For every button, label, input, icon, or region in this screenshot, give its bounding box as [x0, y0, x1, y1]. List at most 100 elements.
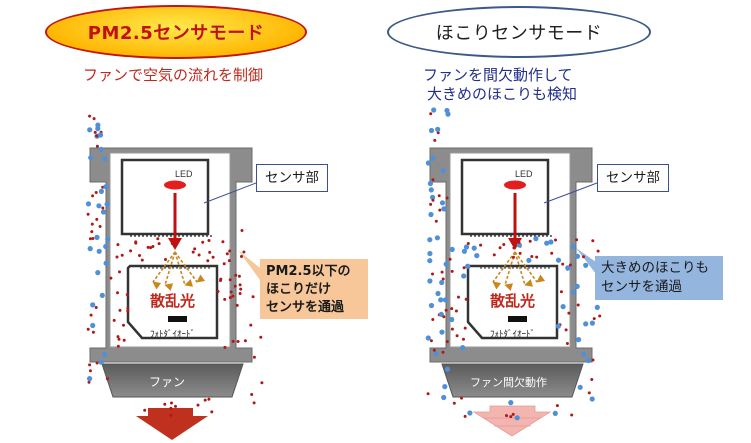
dust-large-particle [427, 250, 433, 257]
pm25-note-line-1: PM2.5以下の [266, 264, 351, 279]
dust-led-icon [504, 180, 526, 190]
pm25-small-particle [88, 114, 92, 118]
dust-large-particle [570, 244, 576, 250]
pm25-small-particle [125, 293, 129, 297]
pm25-small-particle [120, 253, 124, 257]
pm25-small-particle [122, 323, 125, 327]
pm25-small-particle [116, 335, 120, 339]
pm25-led-label: LED [175, 169, 193, 179]
pm25-small-particle [88, 363, 92, 367]
pm25-small-particle [169, 413, 173, 417]
pm25-small-particle [140, 258, 144, 262]
pm25-small-particle [225, 252, 229, 256]
dust-large-particle [425, 335, 431, 341]
pm25-small-particle [134, 241, 138, 245]
dust-small-particle [498, 246, 502, 250]
dust-mode-description-line-1: ファンを間欠動作して [423, 66, 573, 84]
pm25-led-icon [164, 180, 186, 190]
dust-small-particle [512, 246, 516, 250]
dust-small-particle [567, 311, 571, 315]
pm25-small-particle [170, 401, 173, 405]
pm25-large-particle [90, 302, 96, 308]
dust-small-particle [598, 314, 602, 318]
pm25-large-particle [102, 351, 108, 358]
dust-small-particle [587, 391, 591, 395]
pm25-small-particle [229, 290, 233, 294]
dust-small-particle [441, 350, 445, 354]
pm25-small-particle [93, 130, 97, 134]
pm25-small-particle [242, 250, 246, 254]
dust-large-particle [428, 211, 434, 218]
pm25-sensor-diagram: LED 散乱光 ﾌｫﾄﾀﾞｲｵｰﾄﾞ ファン [89, 147, 260, 440]
dust-large-particle [442, 384, 448, 390]
dust-large-particle [435, 290, 441, 297]
pm25-small-particle [118, 308, 122, 312]
dust-small-particle [530, 255, 534, 258]
dust-small-particle [466, 242, 470, 245]
pm25-small-particle [223, 297, 227, 301]
dust-small-particle [561, 262, 565, 266]
dust-small-particle [590, 378, 594, 381]
pm25-large-particle [104, 201, 110, 207]
dust-large-particle [589, 396, 595, 402]
dust-note-line-1: 大きめのほこりも [601, 260, 709, 276]
pm25-small-particle [95, 134, 99, 138]
dust-small-particle [434, 219, 438, 223]
pm25-small-particle [228, 249, 232, 253]
pm25-large-particle [95, 270, 101, 276]
dust-small-particle [591, 239, 595, 243]
dust-small-particle [463, 414, 467, 418]
dust-small-particle [444, 308, 448, 312]
dust-small-particle [432, 348, 436, 352]
dust-large-particle [465, 263, 471, 269]
dust-large-particle [431, 107, 437, 113]
pm25-small-particle [170, 242, 174, 245]
pm25-large-particle [95, 126, 101, 132]
pm25-small-particle [98, 225, 102, 228]
dust-large-particle [441, 394, 447, 401]
pm25-small-particle [169, 406, 173, 410]
particle-dots [85, 107, 602, 421]
pm25-small-particle [240, 255, 243, 258]
pm25-large-particle [96, 248, 102, 254]
dust-small-particle [528, 239, 532, 243]
dust-small-particle [448, 257, 452, 261]
pm25-small-particle [211, 255, 215, 259]
pm25-small-particle [86, 212, 90, 216]
pm25-small-particle [115, 255, 119, 259]
dust-large-particle [439, 329, 445, 335]
pm25-small-particle [118, 270, 121, 274]
pm25-small-particle [208, 250, 212, 254]
dust-led-box [460, 158, 550, 236]
dust-large-particle [428, 187, 434, 193]
pm25-small-particle [91, 330, 95, 334]
dust-fan-label: ファン間欠動作 [470, 375, 547, 389]
dust-fan [441, 363, 584, 398]
dust-small-particle [429, 112, 433, 116]
pm25-small-particle [174, 404, 177, 408]
pm25-small-particle [116, 243, 120, 247]
dust-large-particle [428, 302, 435, 309]
dust-large-particle [427, 237, 433, 243]
dust-large-particle [427, 258, 433, 264]
dust-large-particle [460, 345, 466, 351]
dust-large-particle [438, 311, 444, 317]
pm25-large-particle [87, 127, 93, 133]
pm25-small-particle [259, 335, 263, 339]
dust-led-label: LED [515, 169, 533, 179]
dust-small-particle [429, 202, 433, 206]
pm25-small-particle [116, 344, 120, 348]
pm25-small-particle [251, 295, 255, 299]
pm25-small-particle [156, 237, 160, 241]
dust-small-particle [452, 401, 456, 405]
pm25-small-particle [116, 291, 119, 295]
pm25-large-particle [90, 322, 96, 329]
pm25-photodiode-label: ﾌｫﾄﾀﾞｲｵｰﾄﾞ [150, 329, 195, 340]
pm25-small-particle [227, 259, 231, 263]
pm25-small-particle [101, 206, 105, 210]
pm25-small-particle [91, 194, 95, 198]
pm25-small-particle [238, 292, 242, 295]
pm25-small-particle [91, 237, 95, 240]
pm25-small-particle [138, 254, 141, 257]
dust-small-particle [463, 326, 467, 330]
